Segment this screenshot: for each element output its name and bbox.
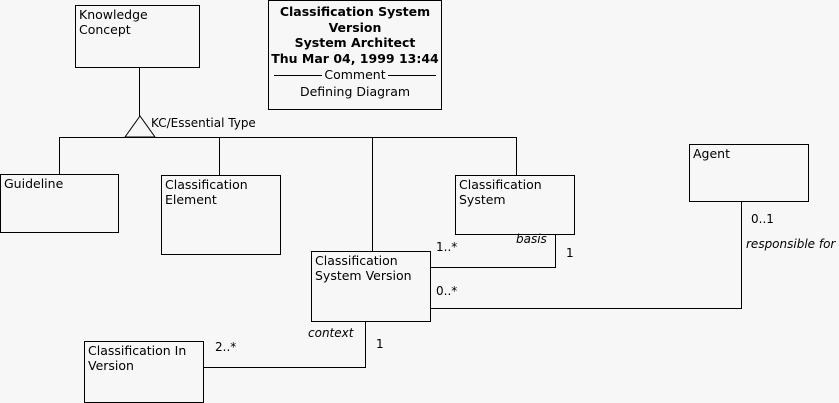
- class-guideline[interactable]: Guideline: [0, 174, 119, 233]
- comment-separator-label: Comment: [324, 67, 386, 82]
- class-guideline-label: Guideline: [4, 176, 64, 191]
- class-classification-system[interactable]: Classification System: [455, 175, 575, 235]
- assoc-responsible-horizontal: [431, 308, 742, 309]
- title-line-3-author: System Architect: [294, 35, 416, 50]
- assoc-basis-horizontal: [431, 267, 556, 268]
- title-line-1: Classification System: [279, 4, 431, 19]
- assoc-responsible-role-label: responsible for: [746, 237, 836, 251]
- class-classification-system-version-label: Classification System Version: [315, 253, 412, 283]
- generalization-branch-classification-system: [516, 137, 517, 176]
- assoc-basis-vertical: [555, 235, 556, 268]
- class-classification-in-version-label: Classification In Version: [88, 343, 187, 373]
- assoc-context-horizontal: [204, 367, 366, 368]
- assoc-responsible-multiplicity-many: 0..*: [436, 284, 458, 298]
- generalization-branch-classification-system-version: [372, 137, 373, 252]
- generalization-branch-classification-element: [219, 137, 220, 176]
- assoc-basis-multiplicity-many: 1..*: [436, 240, 458, 254]
- title-line-2: Version: [328, 19, 382, 35]
- assoc-context-multiplicity-many: 2..*: [215, 340, 237, 354]
- class-classification-element[interactable]: Classification Element: [161, 175, 281, 255]
- title-line-4-timestamp: Thu Mar 04, 1999 13:44: [271, 50, 439, 66]
- assoc-responsible-multiplicity: 0..1: [751, 212, 774, 226]
- class-knowledge-concept-label: Knowledge Concept: [79, 7, 148, 37]
- generalization-stem: [139, 68, 140, 116]
- class-classification-system-version[interactable]: Classification System Version: [311, 251, 431, 322]
- comment-rule-right: [388, 75, 436, 76]
- assoc-basis-multiplicity-one: 1: [566, 246, 574, 260]
- assoc-context-role-label: context: [308, 326, 354, 340]
- comment-rule-left: [274, 75, 322, 76]
- assoc-responsible-vertical: [741, 202, 742, 309]
- diagram-title-block: Classification System Version System Arc…: [268, 0, 442, 110]
- generalization-branch-guideline: [59, 137, 60, 175]
- class-classification-system-label: Classification System: [459, 177, 542, 207]
- comment-body: Defining Diagram: [299, 84, 411, 99]
- class-knowledge-concept[interactable]: Knowledge Concept: [75, 5, 200, 68]
- assoc-context-multiplicity-one: 1: [376, 337, 384, 351]
- generalization-spine: [59, 137, 517, 138]
- class-agent[interactable]: Agent: [689, 144, 809, 202]
- title-block-heading: Classification System Version System Arc…: [269, 1, 441, 66]
- class-classification-in-version[interactable]: Classification In Version: [84, 341, 204, 403]
- assoc-context-vertical: [365, 322, 366, 367]
- class-agent-label: Agent: [693, 146, 730, 161]
- generalization-discriminator-label: KC/Essential Type: [151, 116, 256, 130]
- comment-separator: Comment: [269, 67, 441, 83]
- assoc-basis-role-label: basis: [516, 232, 547, 246]
- class-classification-element-label: Classification Element: [165, 177, 248, 207]
